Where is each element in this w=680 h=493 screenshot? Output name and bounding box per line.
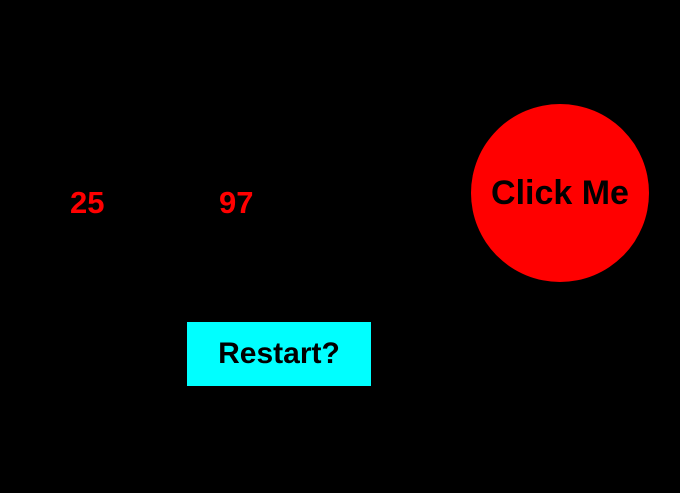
click-me-label: Click Me: [491, 173, 629, 212]
click-me-button[interactable]: Click Me: [471, 104, 649, 282]
restart-label: Restart?: [218, 337, 340, 370]
score-right: 97: [219, 185, 254, 220]
restart-button[interactable]: Restart?: [187, 322, 371, 386]
score-left: 25: [70, 185, 105, 220]
